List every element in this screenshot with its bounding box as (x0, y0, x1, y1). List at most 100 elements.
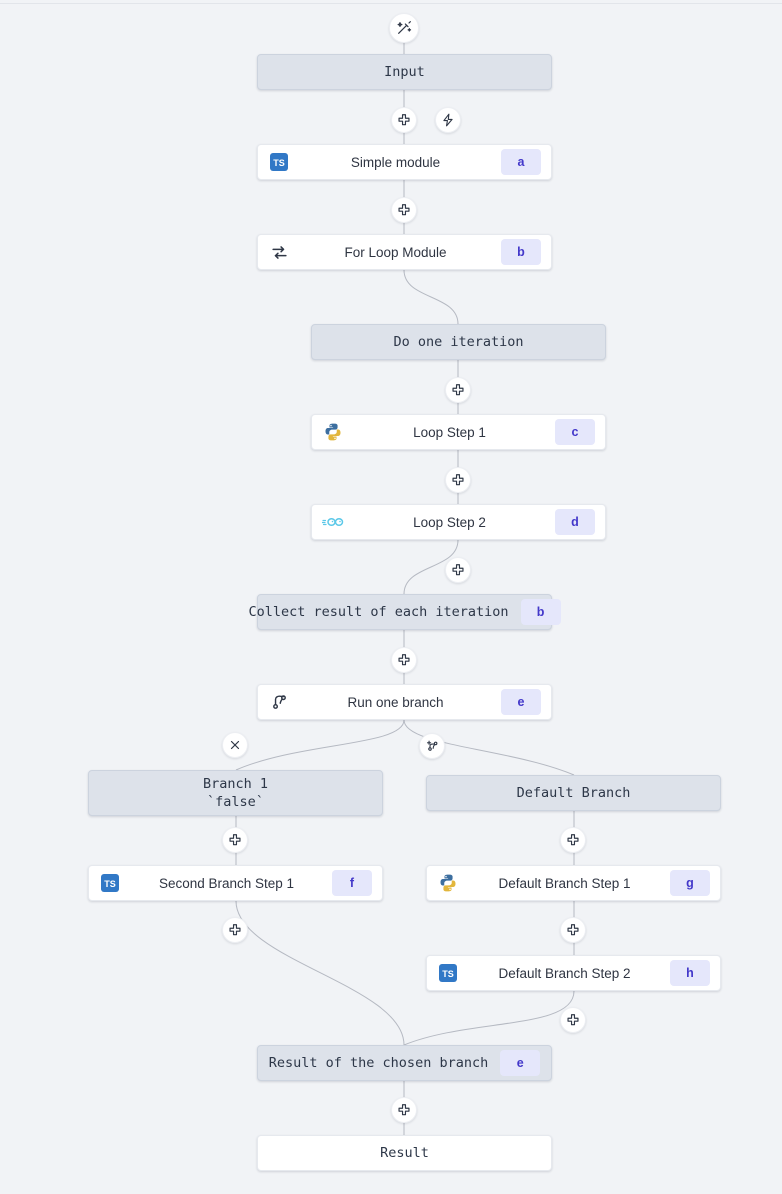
node-badge: f (332, 870, 372, 896)
header-divider (0, 3, 782, 4)
loop-icon (268, 241, 290, 263)
plus-icon (398, 114, 410, 126)
node-loop-step-1[interactable]: Loop Step 1 c (311, 414, 606, 450)
h-db2-out[interactable] (560, 1007, 586, 1033)
edge-for-loop-module-to-do-one-iteration (403, 269, 459, 325)
plus-icon (398, 1104, 410, 1116)
node-label-block: Input (384, 64, 425, 80)
h-collect-branch[interactable] (391, 647, 417, 673)
typescript-icon: TS (439, 964, 457, 982)
node-badge: h (670, 960, 710, 986)
plus-icon (398, 654, 410, 666)
h-branch-add[interactable] (419, 733, 445, 759)
h-step2-collect[interactable] (445, 557, 471, 583)
go-icon (322, 518, 344, 526)
plus-icon (452, 474, 464, 486)
node-collect-result[interactable]: Collect result of each iteration b (248, 594, 561, 630)
h-db-step[interactable] (560, 827, 586, 853)
node-label: Result of the chosen branch (268, 1055, 489, 1071)
node-run-one-branch[interactable]: Run one branch e (257, 684, 552, 720)
h-input-simple[interactable] (391, 107, 417, 133)
node-badge: g (670, 870, 710, 896)
h-iter-step1[interactable] (445, 377, 471, 403)
node-label: Loop Step 1 (413, 424, 486, 440)
magic-wand-icon (397, 21, 412, 34)
plus-icon (229, 834, 241, 846)
node-badge: b (501, 239, 541, 265)
node-label-block: Default Branch (517, 785, 631, 801)
node-badge: b (520, 599, 561, 625)
node-result-of-chosen-branch[interactable]: Result of the chosen branch e (257, 1045, 552, 1081)
typescript-icon: TS (268, 151, 290, 173)
node-badge: e (500, 1050, 541, 1076)
node-loop-step-2[interactable]: Loop Step 2 d (311, 504, 606, 540)
lightning-icon (443, 113, 453, 127)
typescript-icon: TS (437, 962, 459, 984)
node-label: Default Branch (516, 785, 631, 801)
typescript-icon: TS (270, 153, 288, 171)
node-label-block: Do one iteration (393, 334, 523, 350)
plus-icon (398, 204, 410, 216)
node-result[interactable]: Result (257, 1135, 552, 1171)
node-label-line1: Branch 1 (202, 775, 269, 792)
node-input[interactable]: Input (257, 54, 552, 90)
node-label: For Loop Module (344, 244, 447, 260)
edge-second-branch-step-1-to-result-of-chosen-branch (235, 900, 405, 1046)
plus-icon (452, 564, 464, 576)
node-badge: c (555, 419, 595, 445)
node-default-branch[interactable]: Default Branch (426, 775, 721, 811)
node-label: Input (384, 64, 425, 80)
python-icon (322, 421, 344, 443)
node-for-loop-module[interactable]: For Loop Module b (257, 234, 552, 270)
plus-icon (229, 924, 241, 936)
node-label: Default Branch Step 1 (498, 875, 631, 891)
typescript-icon: TS (101, 874, 119, 892)
node-badge: a (501, 149, 541, 175)
h-input-trigger[interactable] (435, 107, 461, 133)
node-label-block: Result of the chosen branch e (268, 1050, 541, 1076)
node-label-block: Branch 1 `false` (203, 775, 268, 811)
node-label: Run one branch (347, 694, 444, 710)
branch-icon (268, 691, 290, 713)
node-do-one-iteration[interactable]: Do one iteration (311, 324, 606, 360)
edge-run-one-branch-to-branch-1 (235, 719, 405, 771)
node-label: Default Branch Step 2 (498, 965, 631, 981)
magic-wand-button[interactable] (389, 13, 419, 43)
close-icon (230, 740, 240, 750)
plus-icon (567, 924, 579, 936)
add-branch-icon (426, 740, 437, 751)
node-default-branch-step-2[interactable]: TS Default Branch Step 2 h (426, 955, 721, 991)
node-label: Simple module (350, 154, 441, 170)
node-branch-1[interactable]: Branch 1 `false` (88, 770, 383, 816)
python-icon (440, 874, 456, 892)
node-default-branch-step-1[interactable]: Default Branch Step 1 g (426, 865, 721, 901)
plus-icon (567, 1014, 579, 1026)
h-b1-out[interactable] (222, 917, 248, 943)
h-simple-loop[interactable] (391, 197, 417, 223)
node-label: Do one iteration (393, 334, 524, 350)
node-label-line2: `false` (207, 794, 264, 810)
node-label: Second Branch Step 1 (158, 875, 295, 891)
node-simple-module[interactable]: TS Simple module a (257, 144, 552, 180)
python-icon (437, 872, 459, 894)
node-label: Result (380, 1145, 429, 1161)
edge-default-branch-step-2-to-result-of-chosen-branch (403, 990, 575, 1046)
node-badge: d (555, 509, 595, 535)
plus-icon (567, 834, 579, 846)
go-icon (322, 511, 344, 533)
node-label: Loop Step 2 (413, 514, 486, 530)
node-second-branch-step-1[interactable]: TS Second Branch Step 1 f (88, 865, 383, 901)
h-b1-step[interactable] (222, 827, 248, 853)
h-result[interactable] (391, 1097, 417, 1123)
typescript-icon: TS (99, 872, 121, 894)
h-db1-db2[interactable] (560, 917, 586, 943)
h-step1-step2[interactable] (445, 467, 471, 493)
node-label-block: Collect result of each iteration b (248, 599, 561, 625)
plus-icon (452, 384, 464, 396)
loop-icon (271, 245, 287, 259)
node-badge: e (501, 689, 541, 715)
node-label-block: Result (380, 1145, 429, 1161)
h-branch-delete[interactable] (222, 732, 248, 758)
node-label: Collect result of each iteration (248, 604, 509, 620)
